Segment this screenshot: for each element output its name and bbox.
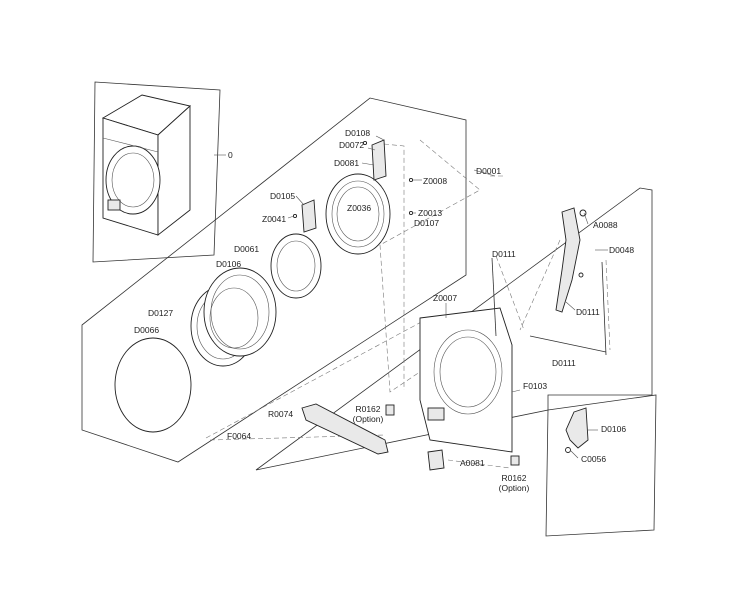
callout-d0111-bottom: D0111 <box>552 358 576 368</box>
callout-d0107: D0107 <box>414 218 440 228</box>
callout-d0048: D0048 <box>609 245 635 255</box>
callout-d0072: D0072 <box>339 140 365 150</box>
callout-f0064: F0064 <box>227 431 252 441</box>
callout-r0162-a-option: (Option) <box>352 414 384 424</box>
door-glass-d0066 <box>114 337 192 433</box>
callout-z0008: Z0008 <box>423 176 448 186</box>
callout-c0056: C0056 <box>581 454 607 464</box>
leader-lines <box>287 135 608 459</box>
assembly-frame <box>92 81 221 263</box>
side-bracket-d0048 <box>555 207 587 313</box>
callout-r0162-a-code: R0162 <box>355 404 381 414</box>
callout-z0041: Z0041 <box>262 214 287 224</box>
side-rods-d0111 <box>491 257 607 356</box>
callout-d0111-left: D0111 <box>492 249 516 259</box>
callout-d0061: D0061 <box>234 244 260 254</box>
hinge-frame <box>545 394 657 537</box>
hinge-d0106-c0056 <box>565 407 589 453</box>
inner-glass-d0061 <box>270 233 322 299</box>
door-hinge-d0105 <box>301 199 317 233</box>
screw-parts <box>292 140 414 219</box>
dispenser-a0081 <box>427 449 445 471</box>
callout-a0081: A0081 <box>460 458 485 468</box>
callout-r0074: R0074 <box>268 409 294 419</box>
callout-d0106-hinge: D0106 <box>601 424 627 434</box>
callout-d0111-right: D0111 <box>576 307 600 317</box>
callout-d0127: D0127 <box>148 308 174 318</box>
front-panel-f0103 <box>419 307 513 453</box>
door-assembly-frame <box>81 97 467 463</box>
callout-d0108: D0108 <box>345 128 371 138</box>
callout-r0162-b-code: R0162 <box>501 473 527 483</box>
washer-assembly-drawing <box>101 94 191 236</box>
callout-r0162-a: R0162 (Option) <box>348 404 388 424</box>
door-latch-d0108 <box>371 139 387 181</box>
callout-d0066: D0066 <box>134 325 160 335</box>
callout-a0088: A0088 <box>593 220 618 230</box>
callout-z0007: Z0007 <box>433 293 458 303</box>
sensor-r0162-b <box>510 455 520 466</box>
callout-d0106-ring: D0106 <box>216 259 242 269</box>
callout-z0036: Z0036 <box>347 203 372 213</box>
callout-f0103: F0103 <box>523 381 548 391</box>
sensor-r0162-a <box>385 404 395 416</box>
callout-assembly-0: 0 <box>228 150 233 160</box>
door-frame-z0036 <box>325 173 391 255</box>
callout-r0162-b-option: (Option) <box>498 483 530 493</box>
control-trim-r0074 <box>301 403 389 455</box>
callout-d0105: D0105 <box>270 191 296 201</box>
callout-d0081: D0081 <box>334 158 360 168</box>
callout-r0162-b: R0162 (Option) <box>494 473 534 493</box>
callout-z0013: Z0013 <box>418 208 443 218</box>
door-ring-d0106 <box>203 267 277 357</box>
callout-d0001: D0001 <box>476 166 502 176</box>
